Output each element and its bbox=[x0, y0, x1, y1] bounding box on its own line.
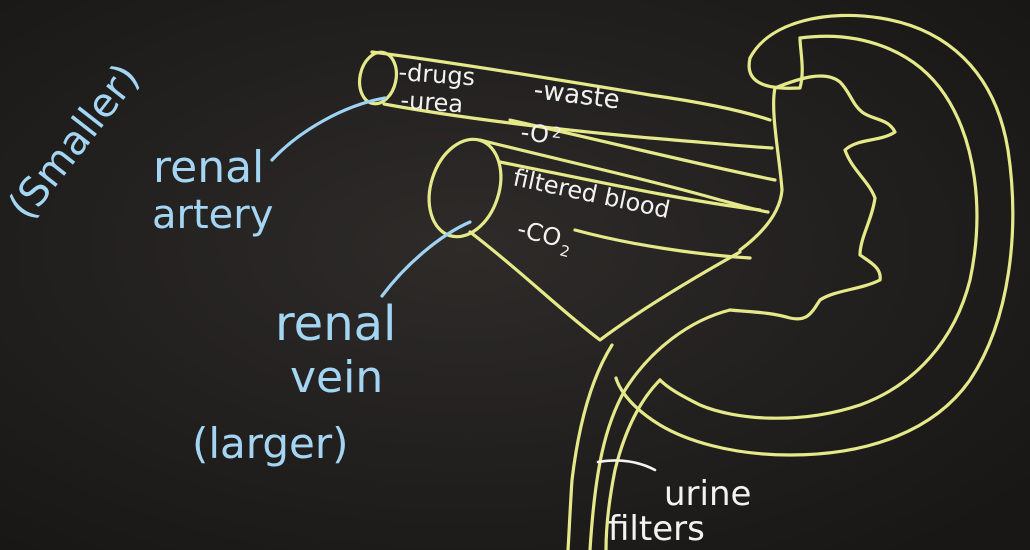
label-larger: (larger) bbox=[192, 419, 348, 468]
label-urine: urine bbox=[664, 474, 751, 514]
label-o2-subscript: 2 bbox=[551, 123, 562, 142]
label-renal-artery-2: artery bbox=[152, 192, 273, 238]
label-filters: filters bbox=[608, 509, 705, 549]
label-renal-vein-2: vein bbox=[290, 352, 383, 403]
label-renal-artery-1: renal bbox=[153, 142, 264, 193]
label-urea: -urea bbox=[400, 86, 464, 118]
label-renal-vein-1: renal bbox=[275, 296, 396, 352]
